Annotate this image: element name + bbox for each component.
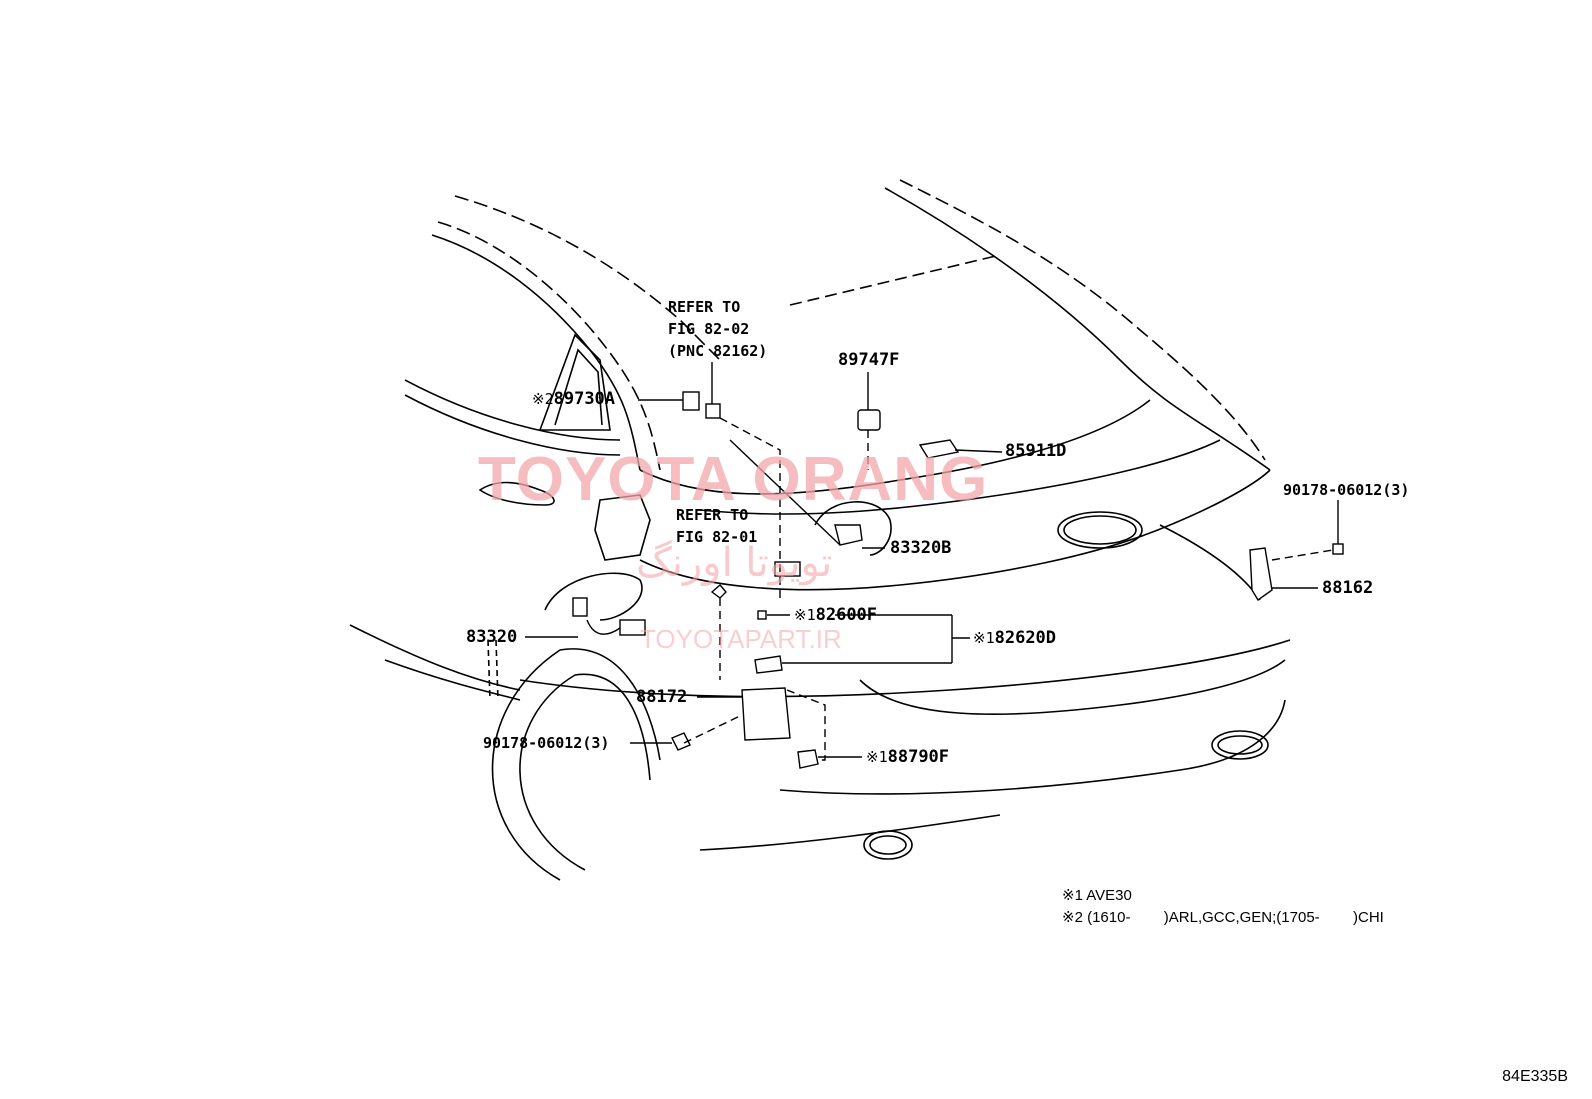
- part-88162[interactable]: 88162: [1322, 578, 1374, 598]
- watermark-persian: تویوتا اورنگ: [636, 540, 833, 586]
- car-body-outline: [349, 179, 1291, 881]
- ref-fig-82-02[interactable]: REFER TO FIG 82-02 (PNC 82162): [668, 298, 768, 360]
- part-90178-06012-right[interactable]: 90178-06012(3): [1283, 481, 1410, 499]
- watermark-brand: TOYOTA ORANG: [478, 445, 989, 514]
- part-shapes: [572, 391, 1344, 769]
- part-88172[interactable]: 88172: [636, 687, 688, 707]
- note-mark-1: ※1: [973, 629, 995, 647]
- part-82600F[interactable]: 82600F: [815, 605, 878, 625]
- part-85911D[interactable]: 85911D: [1005, 441, 1067, 461]
- note-mark-2: ※2: [532, 390, 554, 408]
- ref-fig-82-01[interactable]: REFER TO FIG 82-01: [676, 506, 758, 546]
- figure-code: 84E335B: [1502, 1068, 1568, 1085]
- part-82620D[interactable]: 82620D: [994, 628, 1057, 648]
- part-83320B[interactable]: 83320B: [890, 538, 952, 558]
- note-mark-1: ※1: [866, 748, 888, 766]
- part-89747F[interactable]: 89747F: [838, 350, 900, 370]
- leader-lines: [525, 362, 1339, 761]
- part-83320[interactable]: 83320: [466, 627, 518, 647]
- footnote-1: ※1 AVE30: [1062, 887, 1132, 904]
- part-82600F-row: ※182600F: [794, 607, 877, 624]
- watermark-site: TOYOTAPART.IR: [640, 624, 842, 654]
- part-88790F[interactable]: 88790F: [887, 747, 950, 767]
- footnote-2: ※2 (1610- )ARL,GCC,GEN;(1705- )CHI: [1062, 909, 1384, 926]
- part-82620D-row: ※182620D: [973, 630, 1056, 647]
- note-mark-1: ※1: [794, 606, 816, 624]
- part-89730A[interactable]: 89730A: [553, 389, 616, 409]
- part-88790F-row: ※188790F: [866, 749, 949, 766]
- part-89730A-row: ※289730A: [532, 391, 615, 408]
- part-90178-06012-left[interactable]: 90178-06012(3): [483, 734, 610, 752]
